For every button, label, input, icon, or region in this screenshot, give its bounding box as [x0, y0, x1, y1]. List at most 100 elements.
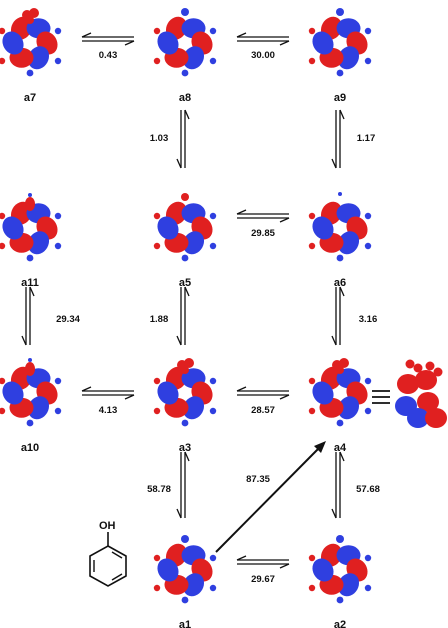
atom-sphere: [28, 193, 32, 197]
molecule-label-a1: a1: [179, 619, 191, 628]
lobe: [157, 31, 179, 55]
atom-sphere: [364, 212, 372, 220]
lobe: [184, 358, 194, 368]
atom-sphere: [364, 242, 372, 250]
orbital-a7: [0, 8, 62, 77]
phenol-structure: OH: [89, 520, 127, 587]
orbital-a3: [153, 358, 217, 427]
atom-sphere: [209, 27, 217, 35]
transition-value: 29.34: [56, 314, 80, 325]
atom-sphere: [153, 554, 161, 562]
lobe: [181, 366, 189, 374]
atom-sphere: [308, 57, 316, 65]
transition-a5-a3: 1.88: [150, 286, 190, 346]
atom-sphere: [54, 377, 62, 385]
atom-sphere: [209, 377, 217, 385]
transition-a11-a10: 29.34: [21, 286, 81, 346]
orbital-a2: [308, 535, 372, 604]
atom-sphere: [209, 57, 217, 65]
atom-sphere: [336, 535, 344, 543]
orbital-a1: [153, 535, 217, 604]
atom-sphere: [26, 419, 34, 427]
atom-sphere: [308, 212, 316, 220]
atom-sphere: [308, 27, 316, 35]
atom-sphere: [181, 535, 189, 543]
lobe: [2, 216, 24, 240]
lobe: [182, 573, 205, 597]
molecule-label-a11: a11: [21, 277, 39, 289]
atom-sphere: [209, 554, 217, 562]
transition-value: 29.67: [251, 574, 275, 585]
transition-value: 28.57: [251, 405, 275, 416]
lobe: [312, 216, 334, 240]
transition-a6-a5: 29.85: [236, 209, 290, 239]
atom-sphere: [308, 584, 316, 592]
molecule-label-a8: a8: [179, 92, 191, 104]
transition-value: 1.03: [150, 133, 169, 144]
atom-sphere: [153, 57, 161, 65]
lobe: [157, 381, 179, 405]
atom-sphere: [364, 27, 372, 35]
transition-a4-a3: 28.57: [236, 386, 290, 416]
atom-sphere: [181, 419, 189, 427]
atom-sphere: [336, 596, 344, 604]
molecule-label-a10: a10: [21, 442, 39, 454]
orbital-a4: [308, 358, 372, 427]
orbital-a4-alt-view: [395, 359, 447, 428]
transition-a1-a4: 87.35: [215, 441, 326, 553]
atom-sphere: [336, 8, 344, 16]
atom-sphere: [54, 57, 62, 65]
orbital-a6: [308, 192, 372, 262]
atom-sphere: [28, 358, 32, 362]
lobe: [336, 366, 344, 374]
atom-sphere: [0, 27, 6, 35]
lobe: [25, 197, 35, 211]
atom-sphere: [0, 242, 6, 250]
atom-sphere: [364, 57, 372, 65]
atom-sphere: [209, 242, 217, 250]
atom-sphere: [54, 27, 62, 35]
atom-sphere: [153, 27, 161, 35]
transition-a1-a2: 29.67: [236, 555, 290, 585]
atom-sphere: [26, 254, 34, 262]
atom-sphere: [54, 212, 62, 220]
atom-sphere: [0, 407, 6, 415]
transition-a9-a6: 1.17: [331, 109, 375, 169]
transition-value: 29.85: [251, 228, 275, 239]
transition-value: 87.35: [246, 474, 270, 485]
atom-sphere: [153, 584, 161, 592]
atom-sphere: [54, 242, 62, 250]
lobe: [312, 31, 334, 55]
molecule-label-a6: a6: [334, 277, 346, 289]
lobe: [337, 573, 360, 597]
molecule-label-a2: a2: [334, 619, 346, 628]
lobe: [433, 367, 443, 377]
lobe: [337, 231, 360, 255]
molecule-label-a3: a3: [179, 442, 191, 454]
atom-sphere: [336, 69, 344, 77]
lobe: [337, 46, 360, 70]
atom-sphere: [364, 554, 372, 562]
atom-sphere: [364, 407, 372, 415]
atom-sphere: [153, 212, 161, 220]
lobe: [339, 358, 349, 368]
atom-sphere: [153, 242, 161, 250]
atom-sphere: [181, 8, 189, 16]
transition-a6-a4: 3.16: [331, 286, 378, 346]
transition-value: 3.16: [359, 314, 378, 325]
atom-sphere: [209, 212, 217, 220]
atom-sphere: [54, 407, 62, 415]
molecule-label-a5: a5: [179, 277, 191, 289]
atom-sphere: [308, 554, 316, 562]
orbital-a10: [0, 358, 62, 427]
lobe: [26, 16, 34, 24]
atom-sphere: [153, 407, 161, 415]
equivalence-symbol: [372, 390, 390, 404]
orbital-a9: [308, 8, 372, 77]
transition-value: 4.13: [99, 405, 118, 416]
atom-sphere: [364, 377, 372, 385]
atom-sphere: [336, 254, 344, 262]
